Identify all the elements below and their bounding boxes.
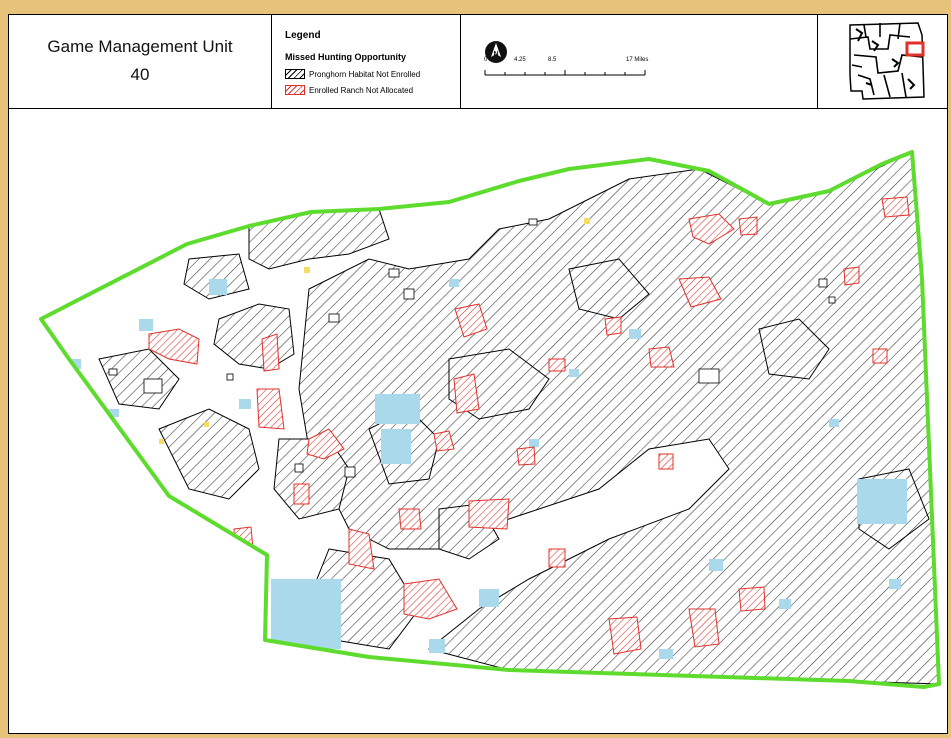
- scale-tick-label: 4.25: [514, 57, 526, 63]
- scale-block: N 0 4.25 8.5 17 Miles: [461, 15, 818, 108]
- legend-item-ranch: Enrolled Ranch Not Allocated: [285, 85, 413, 95]
- scale-tick-label: 17 Miles: [626, 57, 649, 63]
- water-parcels: [69, 279, 907, 659]
- scale-tick-label: 0: [484, 57, 488, 63]
- map-sheet: Game Management Unit 40 Legend Missed Hu…: [8, 14, 948, 734]
- unit-boundary: [39, 150, 941, 689]
- map-canvas: [9, 109, 947, 733]
- locator-map: [818, 15, 947, 108]
- outlined-parcels: [108, 218, 836, 478]
- legend-subtitle: Missed Hunting Opportunity: [285, 52, 406, 62]
- legend-item-habitat: Pronghorn Habitat Not Enrolled: [285, 69, 420, 79]
- legend-title: Legend: [285, 30, 321, 41]
- red-hatch-swatch: [285, 85, 305, 95]
- north-arrow-icon: N: [485, 41, 507, 63]
- unit-map: [39, 150, 941, 689]
- legend-item-label: Pronghorn Habitat Not Enrolled: [309, 69, 421, 79]
- scale-tick-label: 8.5: [548, 57, 557, 63]
- map-header: Game Management Unit 40 Legend Missed Hu…: [9, 15, 947, 109]
- legend: Legend Missed Hunting Opportunity Prongh…: [272, 15, 461, 108]
- legend-item-label: Enrolled Ranch Not Allocated: [309, 85, 414, 95]
- scale-bar: [484, 70, 646, 76]
- svg-text:N: N: [493, 51, 498, 58]
- small-yellow-parcels: [159, 218, 590, 444]
- black-hatch-swatch: [285, 69, 305, 79]
- enrolled-ranch-not-allocated: [148, 196, 910, 655]
- unit-number: 40: [130, 65, 150, 84]
- unit-interior: [41, 152, 939, 687]
- title-block: Game Management Unit 40: [9, 15, 272, 108]
- state-locator-map: [849, 22, 925, 100]
- locator-highlight: [905, 41, 925, 57]
- map-title: Game Management Unit: [47, 37, 233, 56]
